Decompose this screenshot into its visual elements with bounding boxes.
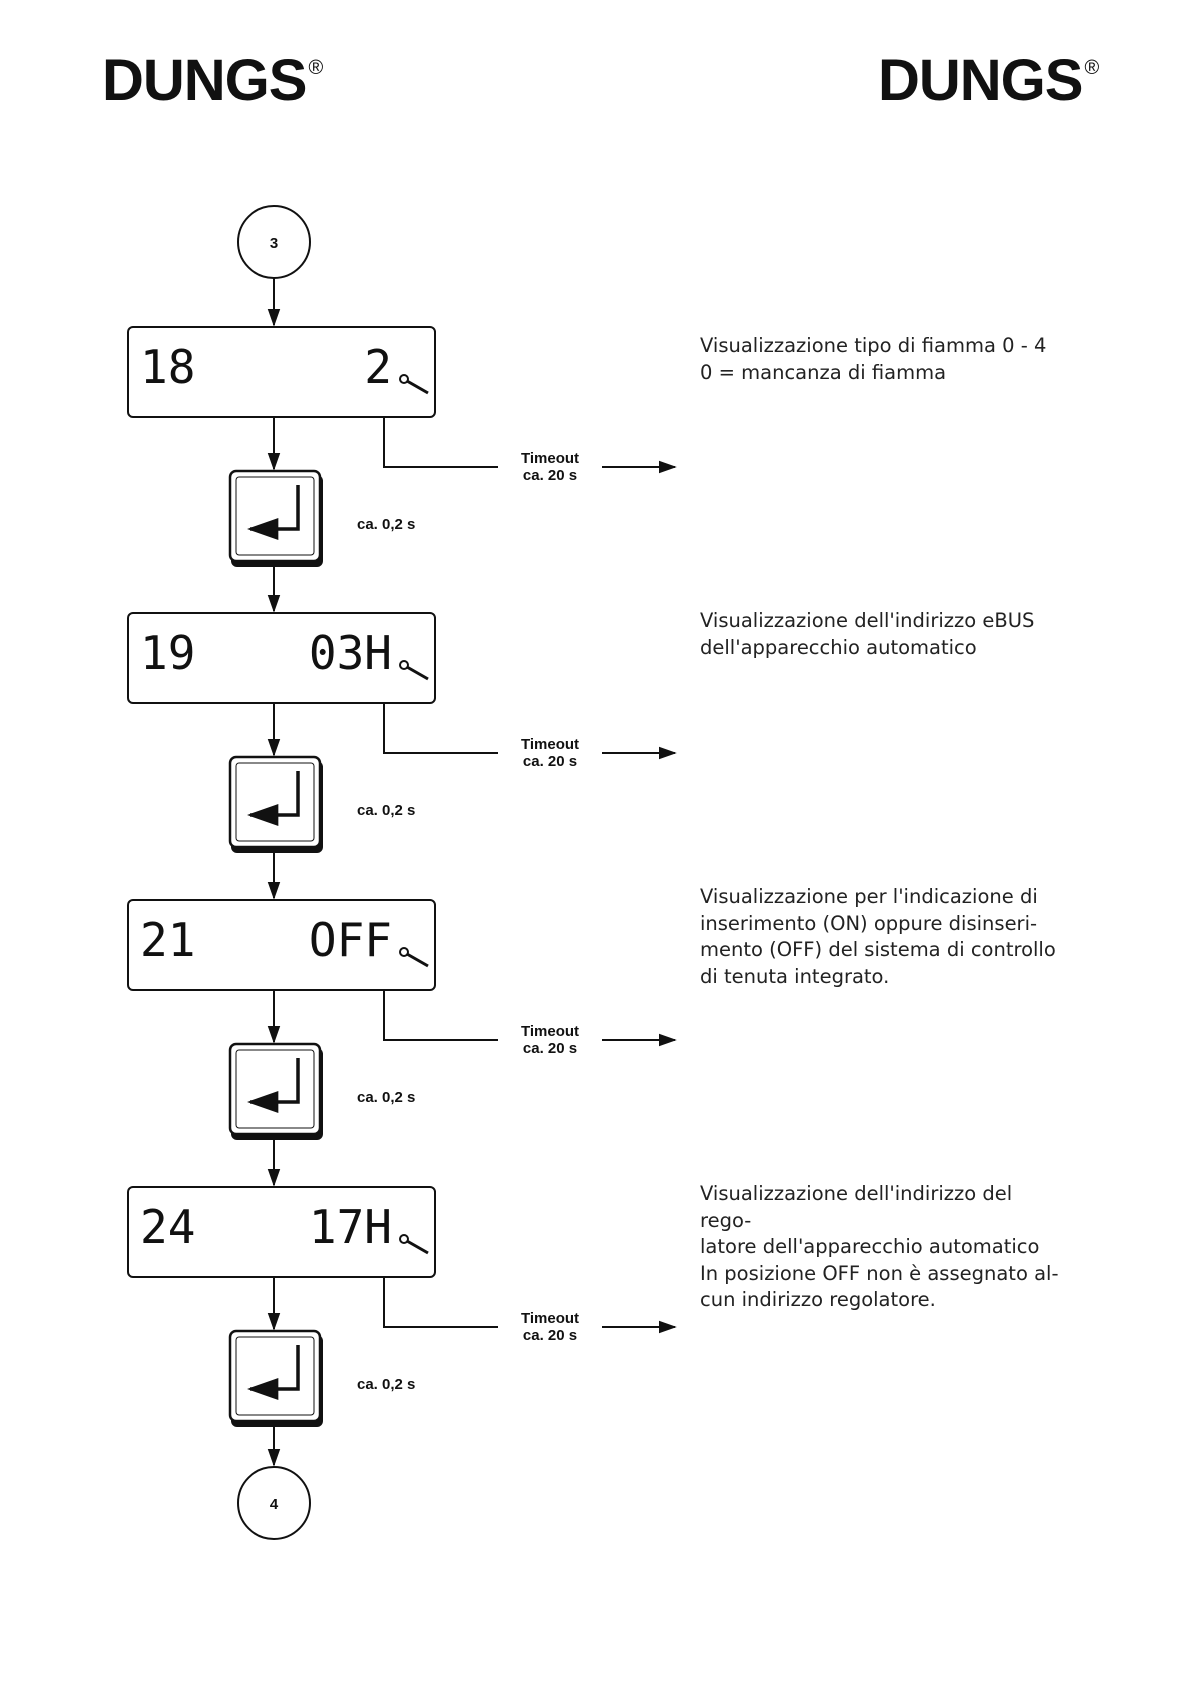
lcd-display <box>127 899 436 991</box>
press-time-label: ca. 0,2 s <box>357 1376 415 1393</box>
press-time-label: ca. 0,2 s <box>357 516 415 533</box>
timeout-branch-line <box>383 990 498 1041</box>
press-time-label: ca. 0,2 s <box>357 1089 415 1106</box>
connector-end-label: 4 <box>270 1496 279 1513</box>
timeout-time-label: ca. 20 s <box>523 753 577 770</box>
registered-mark: ® <box>308 57 323 79</box>
timeout-time-label: ca. 20 s <box>523 1327 577 1344</box>
lcd-code: 19 <box>140 626 195 680</box>
timeout-label: Timeout <box>521 1023 579 1040</box>
connector-start: 3 <box>237 205 311 279</box>
timeout-label: Timeout <box>521 736 579 753</box>
enter-key-icon <box>228 755 323 853</box>
timeout-label: Timeout <box>521 450 579 467</box>
description-controller-address: Visualizzazione dell'indirizzo del rego-… <box>700 1182 1059 1311</box>
dungs-logo-right: DUNGS® <box>878 52 1099 110</box>
lcd-value: 2 <box>364 340 392 394</box>
timeout-branch-line <box>383 1277 498 1328</box>
lcd-value: 17H <box>309 1200 392 1254</box>
enter-key-icon <box>228 1329 323 1427</box>
description-ebus-address: Visualizzazione dell'indirizzo eBUS dell… <box>700 609 1035 659</box>
timeout-branch-line <box>383 417 498 468</box>
connector-start-label: 3 <box>270 235 278 252</box>
timeout-time-label: ca. 20 s <box>523 467 577 484</box>
lcd-display <box>127 326 436 418</box>
dungs-logo-left: DUNGS® <box>102 52 323 110</box>
timeout-label: Timeout <box>521 1310 579 1327</box>
wrench-icon <box>399 374 429 395</box>
wrench-icon <box>399 1234 429 1255</box>
connector-end: 4 <box>237 1466 311 1540</box>
lcd-code: 18 <box>140 340 195 394</box>
logo-text: DUNGS <box>878 48 1083 113</box>
press-time-label: ca. 0,2 s <box>357 802 415 819</box>
lcd-code: 24 <box>140 1200 195 1254</box>
lcd-display <box>127 1186 436 1278</box>
description-flame-type: Visualizzazione tipo di fiamma 0 - 4 0 =… <box>700 334 1047 384</box>
timeout-time-label: ca. 20 s <box>523 1040 577 1057</box>
wrench-icon <box>399 947 429 968</box>
lcd-value: 03H <box>309 626 392 680</box>
timeout-branch-line <box>383 703 498 754</box>
enter-key-icon <box>228 469 323 567</box>
wrench-icon <box>399 660 429 681</box>
description-leak-control: Visualizzazione per l'indicazione di ins… <box>700 885 1056 988</box>
lcd-code: 21 <box>140 913 195 967</box>
registered-mark: ® <box>1084 57 1099 79</box>
lcd-display <box>127 612 436 704</box>
enter-key-icon <box>228 1042 323 1140</box>
logo-text: DUNGS <box>102 48 307 113</box>
lcd-value: OFF <box>309 913 392 967</box>
